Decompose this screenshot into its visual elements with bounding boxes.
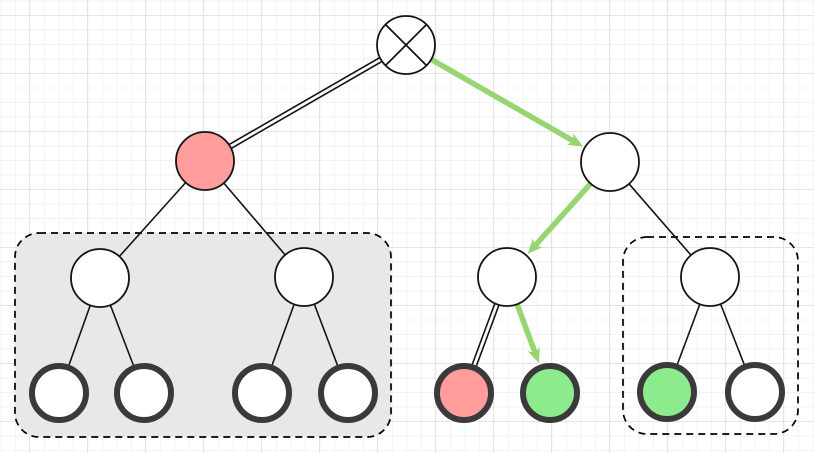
left-grandchild-right[interactable] bbox=[274, 247, 334, 307]
right-subtree-group-box[interactable] bbox=[622, 236, 799, 435]
edge-root-to-right-green-arrow-arrowhead-icon bbox=[566, 133, 584, 147]
edge-to-leaf-6-green-arrow[interactable] bbox=[514, 302, 540, 360]
leaf-node-6-green[interactable] bbox=[520, 363, 580, 423]
edge-root-to-left-double-line[interactable] bbox=[203, 42, 406, 160]
right-child-node[interactable] bbox=[580, 132, 640, 192]
leaf-node-7-green[interactable] bbox=[637, 362, 697, 422]
edge-right-to-rl-green-arrow[interactable] bbox=[529, 181, 593, 252]
left-child-node-pink[interactable] bbox=[175, 131, 235, 191]
left-grandchild-left[interactable] bbox=[70, 248, 130, 308]
leaf-node-3-white[interactable] bbox=[232, 363, 292, 423]
leaf-node-2-white[interactable] bbox=[114, 363, 174, 423]
right-grandchild-right[interactable] bbox=[680, 247, 740, 307]
root-node-crossed-cross-icon bbox=[384, 23, 428, 67]
leaf-node-5-pink[interactable] bbox=[434, 363, 494, 423]
right-grandchild-left[interactable] bbox=[477, 247, 537, 307]
edge-to-leaf-6-green-arrow-arrowhead-icon bbox=[527, 346, 540, 363]
leaf-node-1-white[interactable] bbox=[29, 363, 89, 423]
edge-root-to-left-double-line[interactable] bbox=[205, 46, 408, 164]
edge-right-to-rl-green-arrow-arrowhead-icon bbox=[527, 238, 543, 254]
edge-root-to-right-green-arrow[interactable] bbox=[429, 57, 580, 146]
leaf-node-8-white[interactable] bbox=[725, 362, 785, 422]
leaf-node-4-white[interactable] bbox=[318, 363, 378, 423]
